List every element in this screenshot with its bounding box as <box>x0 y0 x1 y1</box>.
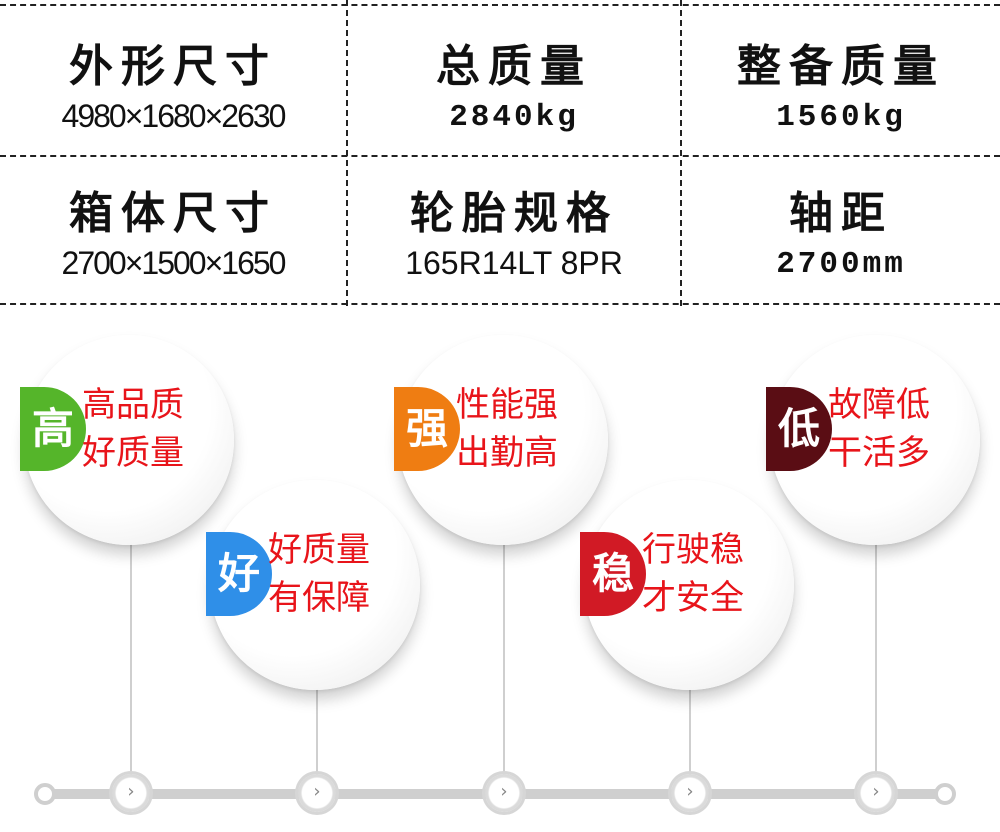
table-divider-1 <box>346 0 348 306</box>
table-border-middle <box>0 155 1000 157</box>
chevron-right-icon: › <box>500 781 508 802</box>
timeline-stem <box>130 520 132 776</box>
feature-text: 高品质 好质量 <box>82 381 184 477</box>
timeline-stem <box>875 520 877 776</box>
feature-text: 性能强 出勤高 <box>456 381 558 477</box>
timeline-node[interactable]: › <box>112 774 150 812</box>
spec-table: 外形尺寸 4980×1680×2630 总质量 2840kg 整备质量 1560… <box>0 0 1000 306</box>
chevron-right-icon: › <box>686 781 694 802</box>
spec-title: 整备质量 <box>737 41 945 92</box>
spec-value: 2840kg <box>449 100 579 135</box>
spec-value: 2700×1500×1650 <box>61 245 287 281</box>
feature-line: 性能强 <box>456 385 558 425</box>
feature-line: 高品质 <box>82 385 184 425</box>
feature-text: 故障低 干活多 <box>828 381 930 477</box>
spec-cell-gross-weight: 总质量 2840kg <box>348 6 680 154</box>
chevron-right-icon: › <box>127 781 135 802</box>
timeline-node[interactable]: › <box>671 774 709 812</box>
chevron-right-icon: › <box>872 781 880 802</box>
feature-bubble-reliability: 低 故障低 干活多 <box>766 335 980 545</box>
table-border-top <box>0 4 1000 6</box>
feature-line: 故障低 <box>828 385 930 425</box>
spec-title: 总质量 <box>436 41 592 92</box>
spec-value: 165R14LT 8PR <box>405 245 623 281</box>
feature-badge: 高 <box>20 387 86 471</box>
table-divider-2 <box>680 0 682 306</box>
feature-badge: 稳 <box>580 532 646 616</box>
feature-bubble-guarantee: 好 好质量 有保障 <box>206 480 420 690</box>
feature-text: 行驶稳 才安全 <box>642 526 744 622</box>
spec-cell-wheelbase: 轴距 2700mm <box>682 157 1000 303</box>
feature-bubble-performance: 强 性能强 出勤高 <box>394 335 608 545</box>
feature-badge: 强 <box>394 387 460 471</box>
spec-cell-curb-weight: 整备质量 1560kg <box>682 6 1000 154</box>
feature-line: 有保障 <box>268 578 370 618</box>
feature-line: 干活多 <box>828 433 930 473</box>
spec-value: 2700mm <box>776 247 906 282</box>
spec-title: 轮胎规格 <box>410 188 618 239</box>
feature-bubble-stability: 稳 行驶稳 才安全 <box>580 480 794 690</box>
spec-title: 轴距 <box>789 188 893 239</box>
timeline-stem <box>503 535 505 776</box>
spec-value: 4980×1680×2630 <box>61 98 287 134</box>
timeline-end-node-right <box>934 783 956 805</box>
feature-line: 好质量 <box>82 433 184 473</box>
spec-cell-box-dimensions: 箱体尺寸 2700×1500×1650 <box>0 157 346 303</box>
feature-text: 好质量 有保障 <box>268 526 370 622</box>
feature-line: 出勤高 <box>456 433 558 473</box>
timeline-node[interactable]: › <box>857 774 895 812</box>
spec-value: 1560kg <box>776 100 906 135</box>
timeline-stem <box>316 672 318 776</box>
feature-line: 好质量 <box>268 530 370 570</box>
feature-line: 行驶稳 <box>642 530 744 570</box>
timeline-node[interactable]: › <box>298 774 336 812</box>
feature-badge: 低 <box>766 387 832 471</box>
spec-title: 外形尺寸 <box>69 41 277 92</box>
spec-cell-outer-dimensions: 外形尺寸 4980×1680×2630 <box>0 6 346 154</box>
timeline-node[interactable]: › <box>485 774 523 812</box>
table-border-bottom <box>0 303 1000 305</box>
timeline-stem <box>689 672 691 776</box>
feature-line: 才安全 <box>642 578 744 618</box>
chevron-right-icon: › <box>313 781 321 802</box>
timeline-end-node-left <box>34 783 56 805</box>
feature-bubble-quality: 高 高品质 好质量 <box>20 335 234 545</box>
spec-cell-tire-spec: 轮胎规格 165R14LT 8PR <box>348 157 680 303</box>
feature-badge: 好 <box>206 532 272 616</box>
spec-title: 箱体尺寸 <box>69 188 277 239</box>
